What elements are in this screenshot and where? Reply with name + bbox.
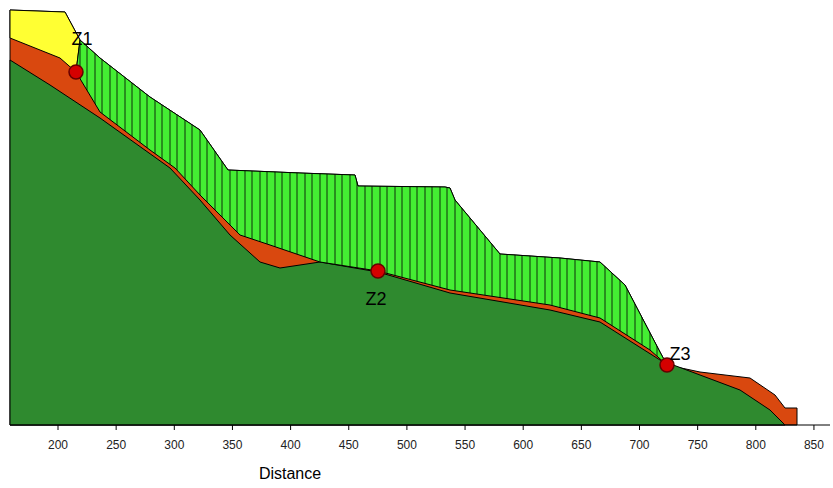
tick-label: 250 xyxy=(106,439,126,451)
axis-ticks xyxy=(58,425,814,430)
tick-label: 200 xyxy=(48,439,68,451)
tick-label: 750 xyxy=(688,439,708,451)
soil-layer xyxy=(10,10,797,425)
tick-label: 550 xyxy=(455,439,475,451)
point-label: Z2 xyxy=(365,290,386,308)
tick-label: 850 xyxy=(804,439,824,451)
sliding-mass xyxy=(76,40,667,365)
point-marker xyxy=(69,65,83,79)
axis-line xyxy=(10,425,830,426)
tick-label: 300 xyxy=(164,439,184,451)
tick-label: 800 xyxy=(746,439,766,451)
surface-layer xyxy=(10,10,80,72)
tick-label: 500 xyxy=(397,439,417,451)
tick-label: 350 xyxy=(222,439,242,451)
tick-label: 450 xyxy=(339,439,359,451)
point-label: Z3 xyxy=(669,345,690,363)
point-marker xyxy=(371,264,385,278)
axis-title: Distance xyxy=(259,466,321,482)
tick-label: 400 xyxy=(281,439,301,451)
point-label: Z1 xyxy=(71,30,92,48)
slices xyxy=(80,0,665,488)
tick-label: 700 xyxy=(629,439,649,451)
tick-label: 600 xyxy=(513,439,533,451)
tick-label: 650 xyxy=(571,439,591,451)
